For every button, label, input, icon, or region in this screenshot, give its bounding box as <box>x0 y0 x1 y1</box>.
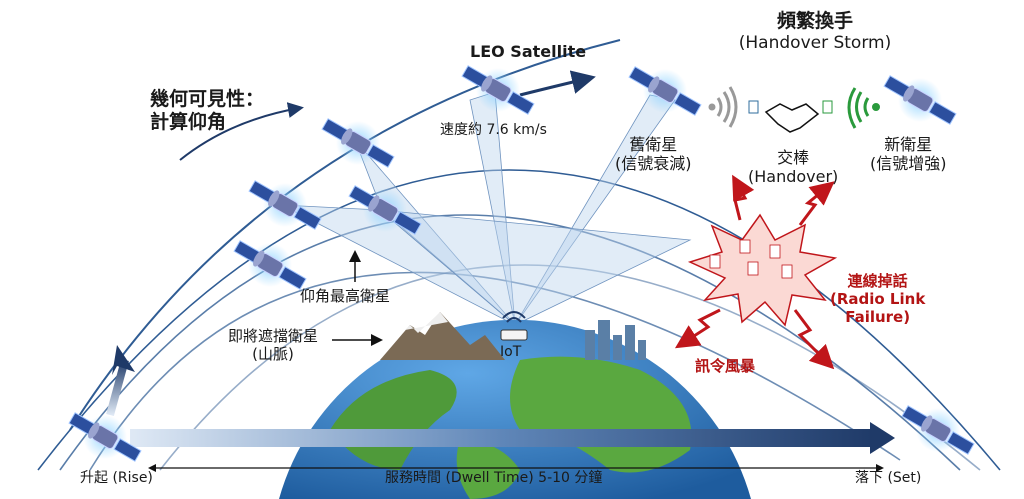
set-label: 落下 (Set) <box>855 470 922 486</box>
signal-beams <box>281 91 692 326</box>
new-sat-line1: 新衛星 <box>884 135 933 154</box>
old-sat-line1: 舊衛星 <box>629 135 678 154</box>
leo-direction-arrow <box>519 70 596 97</box>
earth <box>279 319 751 499</box>
geometry-line1: 幾何可見性： <box>150 88 265 110</box>
handover-storm-title: 頻繁換手 (Handover Storm) <box>700 10 930 53</box>
new-sat-line2: (信號增強) <box>870 154 947 174</box>
strong-signal-icon <box>847 87 880 129</box>
dwell-span-start <box>148 464 156 472</box>
document-icon <box>748 100 759 114</box>
handshake-icon <box>764 103 820 133</box>
handover-line1: 交棒 <box>777 148 810 167</box>
satellite-icon <box>247 180 323 230</box>
document-icon <box>822 100 833 114</box>
title-en: (Handover Storm) <box>738 32 892 53</box>
weak-signal-icon <box>708 86 738 128</box>
leo-satellite-label: LEO Satellite <box>470 42 587 61</box>
geometry-arrow <box>179 102 304 161</box>
radio-link-failure-label: 連線掉話 (Radio Link Failure) <box>830 272 925 326</box>
rlf-line3: Failure) <box>845 308 911 326</box>
dwell-time-label: 服務時間 (Dwell Time) 5-10 分鐘 <box>385 470 603 486</box>
blocked-satellite-label: 即將遮擋衛星 (山脈) <box>228 327 318 363</box>
mountains <box>380 312 505 360</box>
city <box>585 320 646 360</box>
blocked-line2: (山脈) <box>252 345 294 363</box>
signaling-storm-label: 訊令風暴 <box>695 357 756 375</box>
satellite-set-icon <box>900 405 976 455</box>
geometry-line2: 計算仰角 <box>150 110 227 133</box>
mountain-snow <box>405 312 448 333</box>
new-satellite-icon <box>882 75 958 125</box>
message-icons <box>709 239 793 279</box>
iot-label: IoT <box>500 344 522 360</box>
blocked-line1: 即將遮擋衛星 <box>228 327 319 345</box>
old-satellite-icon <box>627 66 703 116</box>
dwell-progress-bar <box>130 429 875 447</box>
geometry-visibility-label: 幾何可見性： 計算仰角 <box>150 88 264 134</box>
storm-bolts <box>674 174 835 370</box>
iot-router-icon <box>500 311 528 341</box>
rise-arrow <box>106 358 129 417</box>
highest-elevation-label: 仰角最高衛星 <box>300 287 391 305</box>
dwell-bar-arrowhead <box>870 422 895 454</box>
signaling-storm-burst <box>687 213 838 327</box>
old-sat-line2: (信號衰減) <box>615 154 692 174</box>
handover-label: 交棒 (Handover) <box>748 148 838 186</box>
handover-line2: (Handover) <box>748 167 839 187</box>
rise-label: 升起 (Rise) <box>80 470 153 486</box>
dwell-span-end <box>876 464 884 472</box>
rlf-line2: (Radio Link <box>830 290 926 308</box>
rise-arrow-head <box>112 345 135 375</box>
speed-label: 速度約 7.6 km/s <box>440 122 547 138</box>
new-satellite-label: 新衛星 (信號增強) <box>870 135 947 173</box>
title-zh: 頻繁換手 <box>776 10 853 32</box>
rlf-line1: 連線掉話 <box>847 272 908 290</box>
old-satellite-label: 舊衛星 (信號衰減) <box>615 135 692 173</box>
